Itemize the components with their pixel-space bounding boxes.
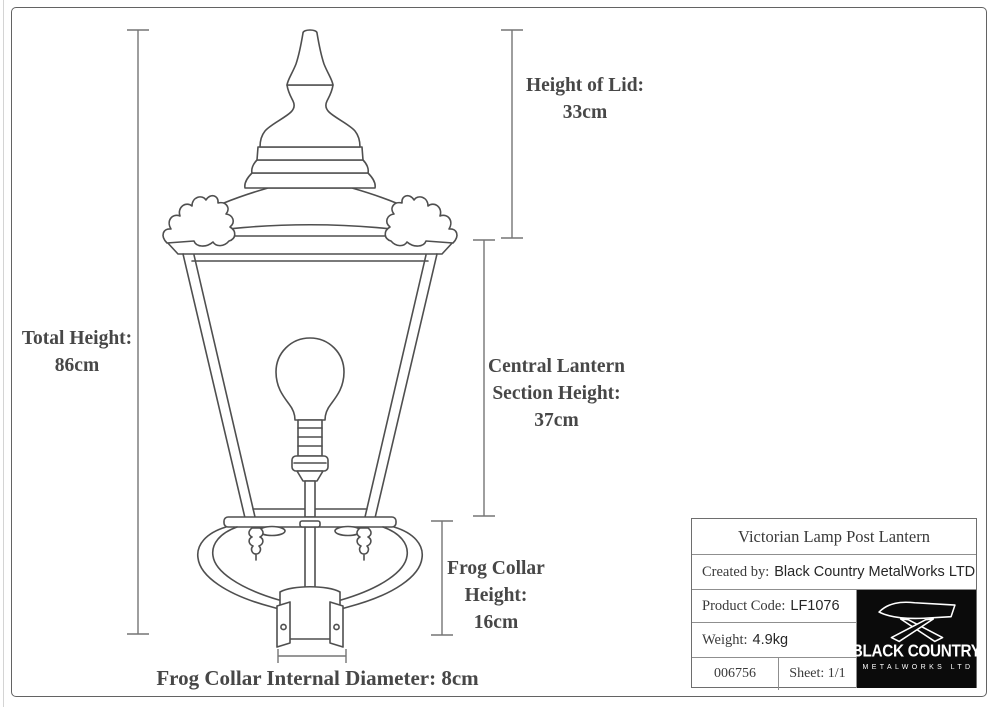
product-code-row: Product Code:LF1076 [692,590,856,623]
sheet-row: 006756 Sheet: 1/1 [692,658,856,690]
title-block: Victorian Lamp Post Lantern Created by:B… [691,518,981,690]
light-bulb [275,337,345,518]
dimension-line-lid-height [501,29,523,239]
dimension-label-frog-collar-diameter: Frog Collar Internal Diameter: 8cm [140,666,495,691]
lantern-glass-body [182,253,438,519]
decorative-drops [248,527,372,561]
anvil-icon [877,601,956,643]
dimension-label-text: Height of Lid: [525,75,645,96]
lantern-drawing [162,29,458,648]
weight-row: Weight:4.9kg [692,623,856,658]
dimension-line-total-height [127,29,149,635]
drawing-title: Victorian Lamp Post Lantern [692,519,976,555]
dimension-lines [127,29,523,663]
dimension-value: 37cm [534,410,579,431]
dimension-value: 33cm [562,102,608,123]
lantern-finial [244,29,376,189]
lantern-lid [165,187,455,255]
product-code-value: LF1076 [790,598,840,614]
dimension-label-text: Central Lantern [487,356,626,377]
frog-collar [197,520,423,610]
page-edge-line [3,0,4,707]
weight-value: 4.9kg [752,632,789,648]
lantern-corner-ornaments [162,194,458,247]
dimension-label-total-height: Total Height: 86cm [12,325,142,379]
created-by-value: Black Country MetalWorks LTD [774,564,976,580]
created-by-row: Created by:Black Country MetalWorks LTD [692,555,976,590]
dimension-label-text: Section Height: [492,383,621,404]
sheet-number: Sheet: 1/1 [789,666,846,681]
dimension-line-frog-collar-diameter [277,649,347,663]
dimension-label-height-of-lid: Height of Lid: 33cm [505,72,665,126]
dimension-label-text: Frog Collar Internal Diameter: 8cm [156,666,479,690]
logo-text-line2: METALWORKS LTD [862,664,974,671]
product-code-label: Product Code: [702,598,786,614]
company-logo: BLACK COUNTRY METALWORKS LTD [852,590,981,688]
dimension-value: 86cm [54,355,100,376]
created-by-label: Created by: [702,564,770,580]
dimension-line-frog-collar-height [431,520,453,636]
post-socket [276,585,344,648]
sheet-border [11,7,987,697]
dimension-label-text: Height: [464,585,528,606]
dimension-label-text: Total Height: [21,328,133,349]
dimension-value: 16cm [473,612,519,633]
dimension-label-central-section: Central Lantern Section Height: 37cm [479,353,634,434]
dimension-line-central-section [473,239,495,517]
dimension-label-text: Frog Collar [447,558,545,579]
logo-text-line1: BLACK COUNTRY [852,641,981,662]
dimension-label-frog-collar-height: Frog Collar Height: 16cm [434,555,558,636]
weight-label: Weight: [702,632,748,648]
drawing-number: 006756 [692,658,779,690]
